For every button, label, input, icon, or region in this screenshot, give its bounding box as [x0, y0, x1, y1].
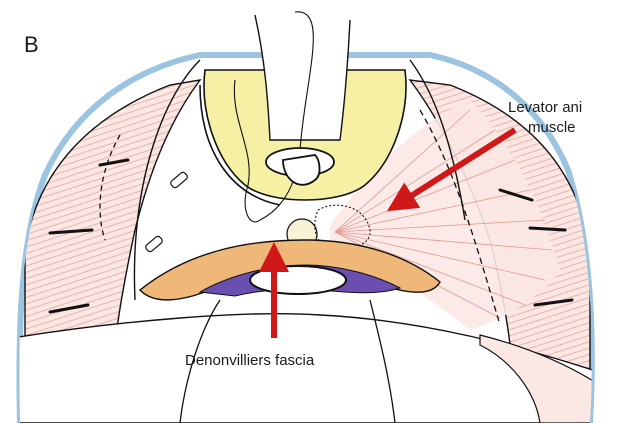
- denonvilliers-fascia-label: Denonvilliers fascia: [185, 352, 315, 369]
- levator-ani-label-line1: Levator ani: [508, 99, 582, 116]
- panel-label: B: [24, 32, 39, 57]
- rectal-lumen: [250, 266, 346, 294]
- levator-ani-label-line2: muscle: [528, 119, 576, 136]
- duct-structure: [255, 15, 350, 140]
